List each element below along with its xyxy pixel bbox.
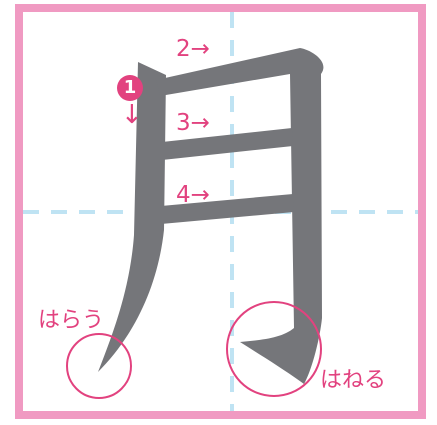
stroke-order-2-number: 2 — [176, 36, 191, 62]
stroke-order-1-badge: 1 — [117, 75, 143, 101]
right-arrow-icon: → — [190, 110, 210, 136]
stroke-3-middle-bar — [162, 128, 293, 160]
stroke-1-left-sweep — [98, 62, 166, 372]
stroke-order-2: 2 → — [176, 38, 210, 61]
stroke-order-4-number: 4 — [176, 182, 191, 208]
stroke-order-4: 4 → — [176, 184, 210, 207]
harai-label: はらう — [38, 308, 105, 333]
right-arrow-icon: → — [190, 36, 210, 62]
hane-circle — [226, 301, 322, 397]
stroke-order-3-number: 3 — [176, 110, 191, 136]
stroke-4-lower-bar — [161, 194, 294, 224]
harai-circle — [66, 333, 132, 399]
kanji-glyph — [98, 48, 324, 384]
hane-label: はねる — [320, 368, 387, 393]
pink-frame — [15, 4, 426, 419]
stroke-2-top-and-right-hook — [156, 48, 324, 384]
down-arrow-icon: ↓ — [121, 100, 143, 130]
stroke-order-3: 3 → — [176, 112, 210, 135]
right-arrow-icon: → — [190, 182, 210, 208]
